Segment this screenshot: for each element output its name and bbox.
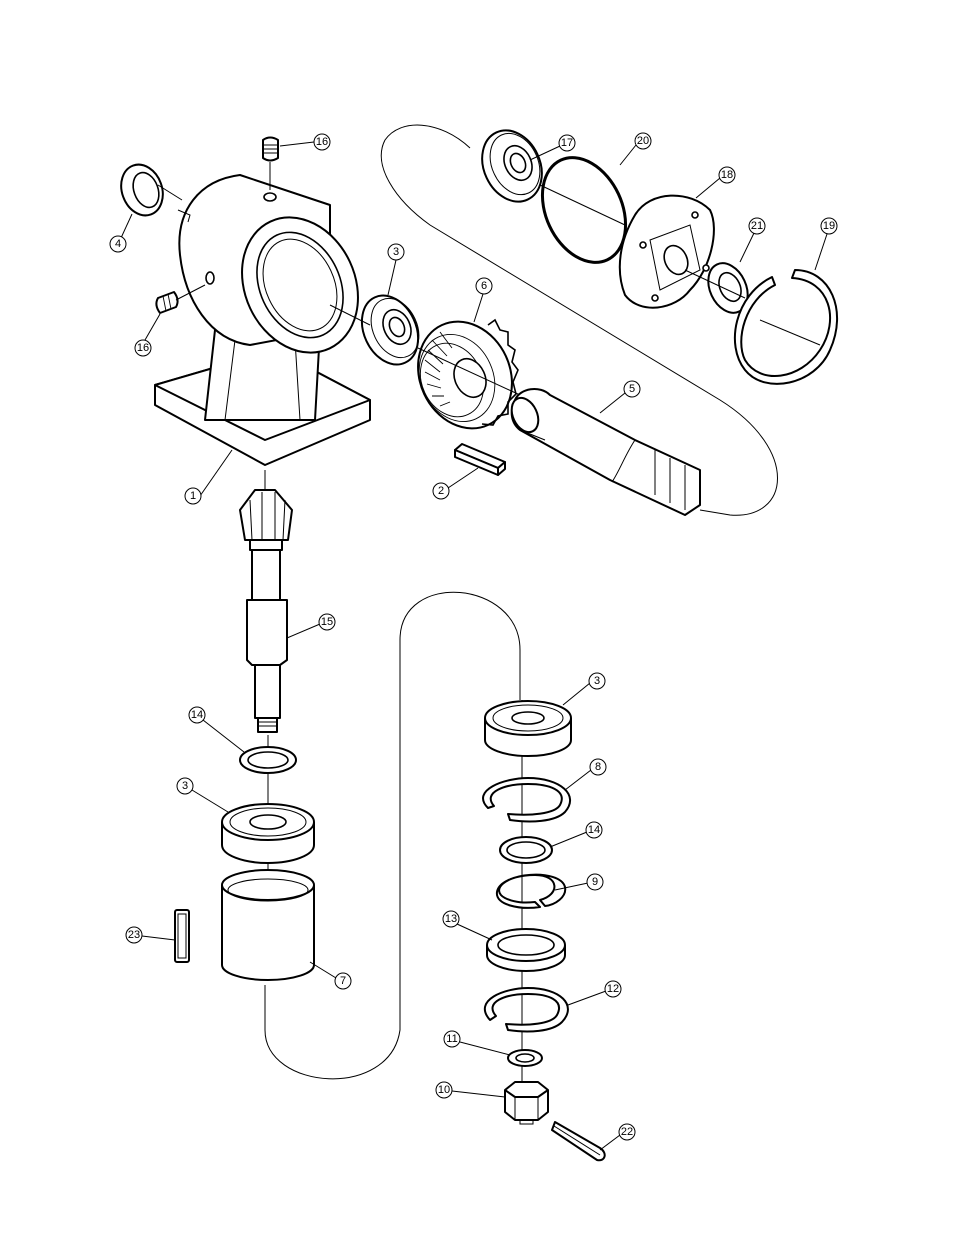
sleeve-7: [221, 869, 315, 981]
callout-15: 15: [286, 613, 336, 639]
svg-text:14: 14: [588, 824, 600, 836]
pinion-shaft: [239, 489, 293, 733]
callout-9: 9: [554, 873, 604, 891]
svg-text:18: 18: [721, 169, 733, 181]
svg-text:3: 3: [182, 780, 188, 792]
callout-20: 20: [619, 132, 652, 166]
svg-text:16: 16: [137, 342, 149, 354]
svg-text:13: 13: [445, 913, 457, 925]
spacer-13: [486, 928, 566, 972]
svg-text:12: 12: [607, 983, 619, 995]
retaining-ring-9: [495, 873, 567, 909]
gearbox-housing: [154, 174, 371, 466]
upper-assembly-path: [380, 124, 778, 516]
callout-3-lower-left: 3: [176, 777, 229, 813]
snap-ring-8: [482, 777, 572, 823]
svg-text:5: 5: [629, 383, 635, 395]
svg-text:3: 3: [594, 675, 600, 687]
callout-19: 19: [814, 217, 838, 271]
snap-ring-19: [733, 269, 839, 385]
svg-text:4: 4: [115, 238, 121, 250]
callout-12: 12: [567, 980, 622, 1006]
svg-text:15: 15: [321, 616, 333, 628]
callout-16-side: 16: [134, 313, 161, 357]
svg-text:3: 3: [393, 246, 399, 258]
callout-7: 7: [309, 961, 352, 990]
callout-8: 8: [564, 758, 607, 791]
callout-2: 2: [432, 467, 479, 500]
callout-4: 4: [109, 213, 133, 253]
washer-14-right: [499, 836, 553, 864]
svg-text:16: 16: [316, 136, 328, 148]
svg-text:20: 20: [637, 135, 649, 147]
bearing-upper: [360, 294, 420, 366]
snap-ring-12: [483, 987, 569, 1033]
callout-1: 1: [184, 449, 233, 505]
plug-top: [262, 136, 279, 162]
bearing-17: [481, 129, 543, 203]
callout-22: 22: [599, 1123, 636, 1151]
callout-13: 13: [442, 910, 493, 941]
svg-text:9: 9: [592, 876, 598, 888]
svg-text:23: 23: [128, 929, 140, 941]
svg-text:10: 10: [438, 1084, 450, 1096]
callout-3-upper: 3: [387, 243, 405, 296]
callout-6: 6: [473, 277, 493, 323]
seal-4: [120, 163, 164, 217]
lower-assembly-path: [264, 591, 521, 1080]
callout-17: 17: [529, 134, 576, 161]
cover-plate: [618, 194, 715, 309]
key-2: [454, 443, 506, 476]
cotter-pin-22: [551, 1121, 606, 1162]
svg-text:21: 21: [751, 220, 763, 232]
svg-text:19: 19: [823, 220, 835, 232]
callout-10: 10: [435, 1081, 506, 1099]
seal-21: [707, 262, 749, 314]
bevel-gear: [417, 318, 519, 430]
plug-side: [155, 291, 179, 314]
washer-14-left: [239, 746, 297, 774]
callout-21: 21: [739, 217, 766, 263]
svg-text:14: 14: [191, 709, 203, 721]
castle-nut-10: [504, 1081, 549, 1125]
callout-23: 23: [125, 926, 176, 944]
callout-14-right: 14: [549, 821, 603, 848]
svg-text:6: 6: [481, 280, 487, 292]
callout-5: 5: [599, 380, 641, 414]
callout-14-left: 14: [188, 706, 245, 753]
callout-11: 11: [443, 1030, 511, 1056]
washer-11: [507, 1049, 543, 1067]
o-ring-20: [540, 156, 628, 264]
callout-16-top: 16: [279, 133, 331, 151]
output-shaft: [510, 388, 701, 516]
bearing-lower-right: [484, 700, 572, 757]
svg-text:8: 8: [595, 761, 601, 773]
svg-text:22: 22: [621, 1126, 633, 1138]
callout-3-lower-right: 3: [562, 672, 606, 706]
svg-text:2: 2: [438, 485, 444, 497]
callout-18: 18: [695, 166, 736, 199]
svg-text:11: 11: [446, 1033, 457, 1045]
key-23: [174, 909, 190, 963]
bearing-lower-left: [221, 803, 315, 864]
svg-text:7: 7: [340, 975, 346, 987]
svg-text:1: 1: [190, 490, 196, 502]
svg-text:17: 17: [561, 137, 573, 149]
